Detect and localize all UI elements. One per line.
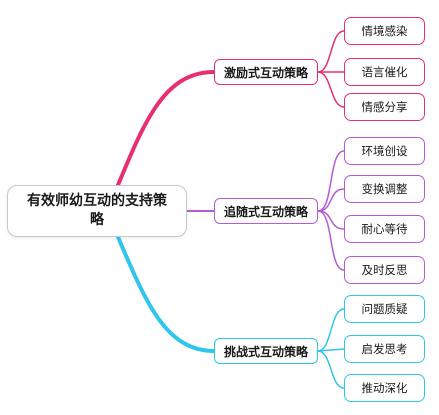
leaf-topic-label: 及时反思: [361, 263, 408, 277]
leaf-topic-label: 问题质疑: [361, 302, 408, 316]
connector-branch-3-leaf-3: [317, 350, 345, 389]
leaf-topic-label: 启发思考: [361, 342, 408, 356]
leaf-topic-3-2[interactable]: 启发思考: [344, 335, 425, 363]
branch-topic-label: 挑战式互动策略: [223, 344, 308, 359]
leaf-topic-2-1[interactable]: 环境创设: [344, 137, 425, 165]
connector-branch-1-leaf-3: [317, 71, 345, 108]
leaf-topic-label: 变换调整: [361, 182, 408, 196]
root-topic[interactable]: 有效师幼互动的支持策略: [7, 185, 187, 237]
branch-topic-1[interactable]: 激励式互动策略: [214, 59, 318, 85]
leaf-topic-label: 推动深化: [361, 381, 408, 395]
branch-topic-3[interactable]: 挑战式互动策略: [214, 338, 318, 364]
connector-branch-3-leaf-1: [317, 308, 345, 352]
connector-root-branch-1: [116, 70, 216, 187]
leaf-topic-3-1[interactable]: 问题质疑: [344, 295, 425, 323]
connector-root-branch-3: [116, 235, 216, 353]
connector-branch-2-leaf-2: [317, 188, 345, 212]
leaf-topic-1-1[interactable]: 情境感染: [344, 17, 425, 45]
leaf-topic-label: 情感分享: [361, 100, 408, 114]
leaf-topic-3-3[interactable]: 推动深化: [344, 374, 425, 402]
leaf-topic-2-3[interactable]: 耐心等待: [344, 215, 425, 243]
leaf-topic-label: 环境创设: [361, 144, 408, 158]
connector-branch-1-leaf-1: [317, 30, 345, 73]
connector-branch-2-leaf-4: [317, 210, 345, 271]
leaf-topic-2-2[interactable]: 变换调整: [344, 175, 425, 203]
leaf-topic-2-4[interactable]: 及时反思: [344, 256, 425, 284]
branch-topic-label: 追随式互动策略: [223, 204, 308, 219]
connector-branch-2-leaf-3: [317, 210, 345, 230]
leaf-topic-label: 耐心等待: [361, 222, 408, 236]
leaf-topic-1-2[interactable]: 语言催化: [344, 58, 425, 86]
root-topic-label: 有效师幼互动的支持策略: [27, 193, 167, 228]
leaf-topic-1-3[interactable]: 情感分享: [344, 93, 425, 121]
leaf-topic-label: 情境感染: [361, 24, 408, 38]
branch-topic-label: 激励式互动策略: [223, 65, 308, 80]
connector-branch-3-leaf-2: [317, 348, 345, 352]
connector-branch-2-leaf-1: [317, 150, 345, 212]
branch-topic-2[interactable]: 追随式互动策略: [214, 198, 318, 224]
leaf-topic-label: 语言催化: [361, 65, 408, 79]
